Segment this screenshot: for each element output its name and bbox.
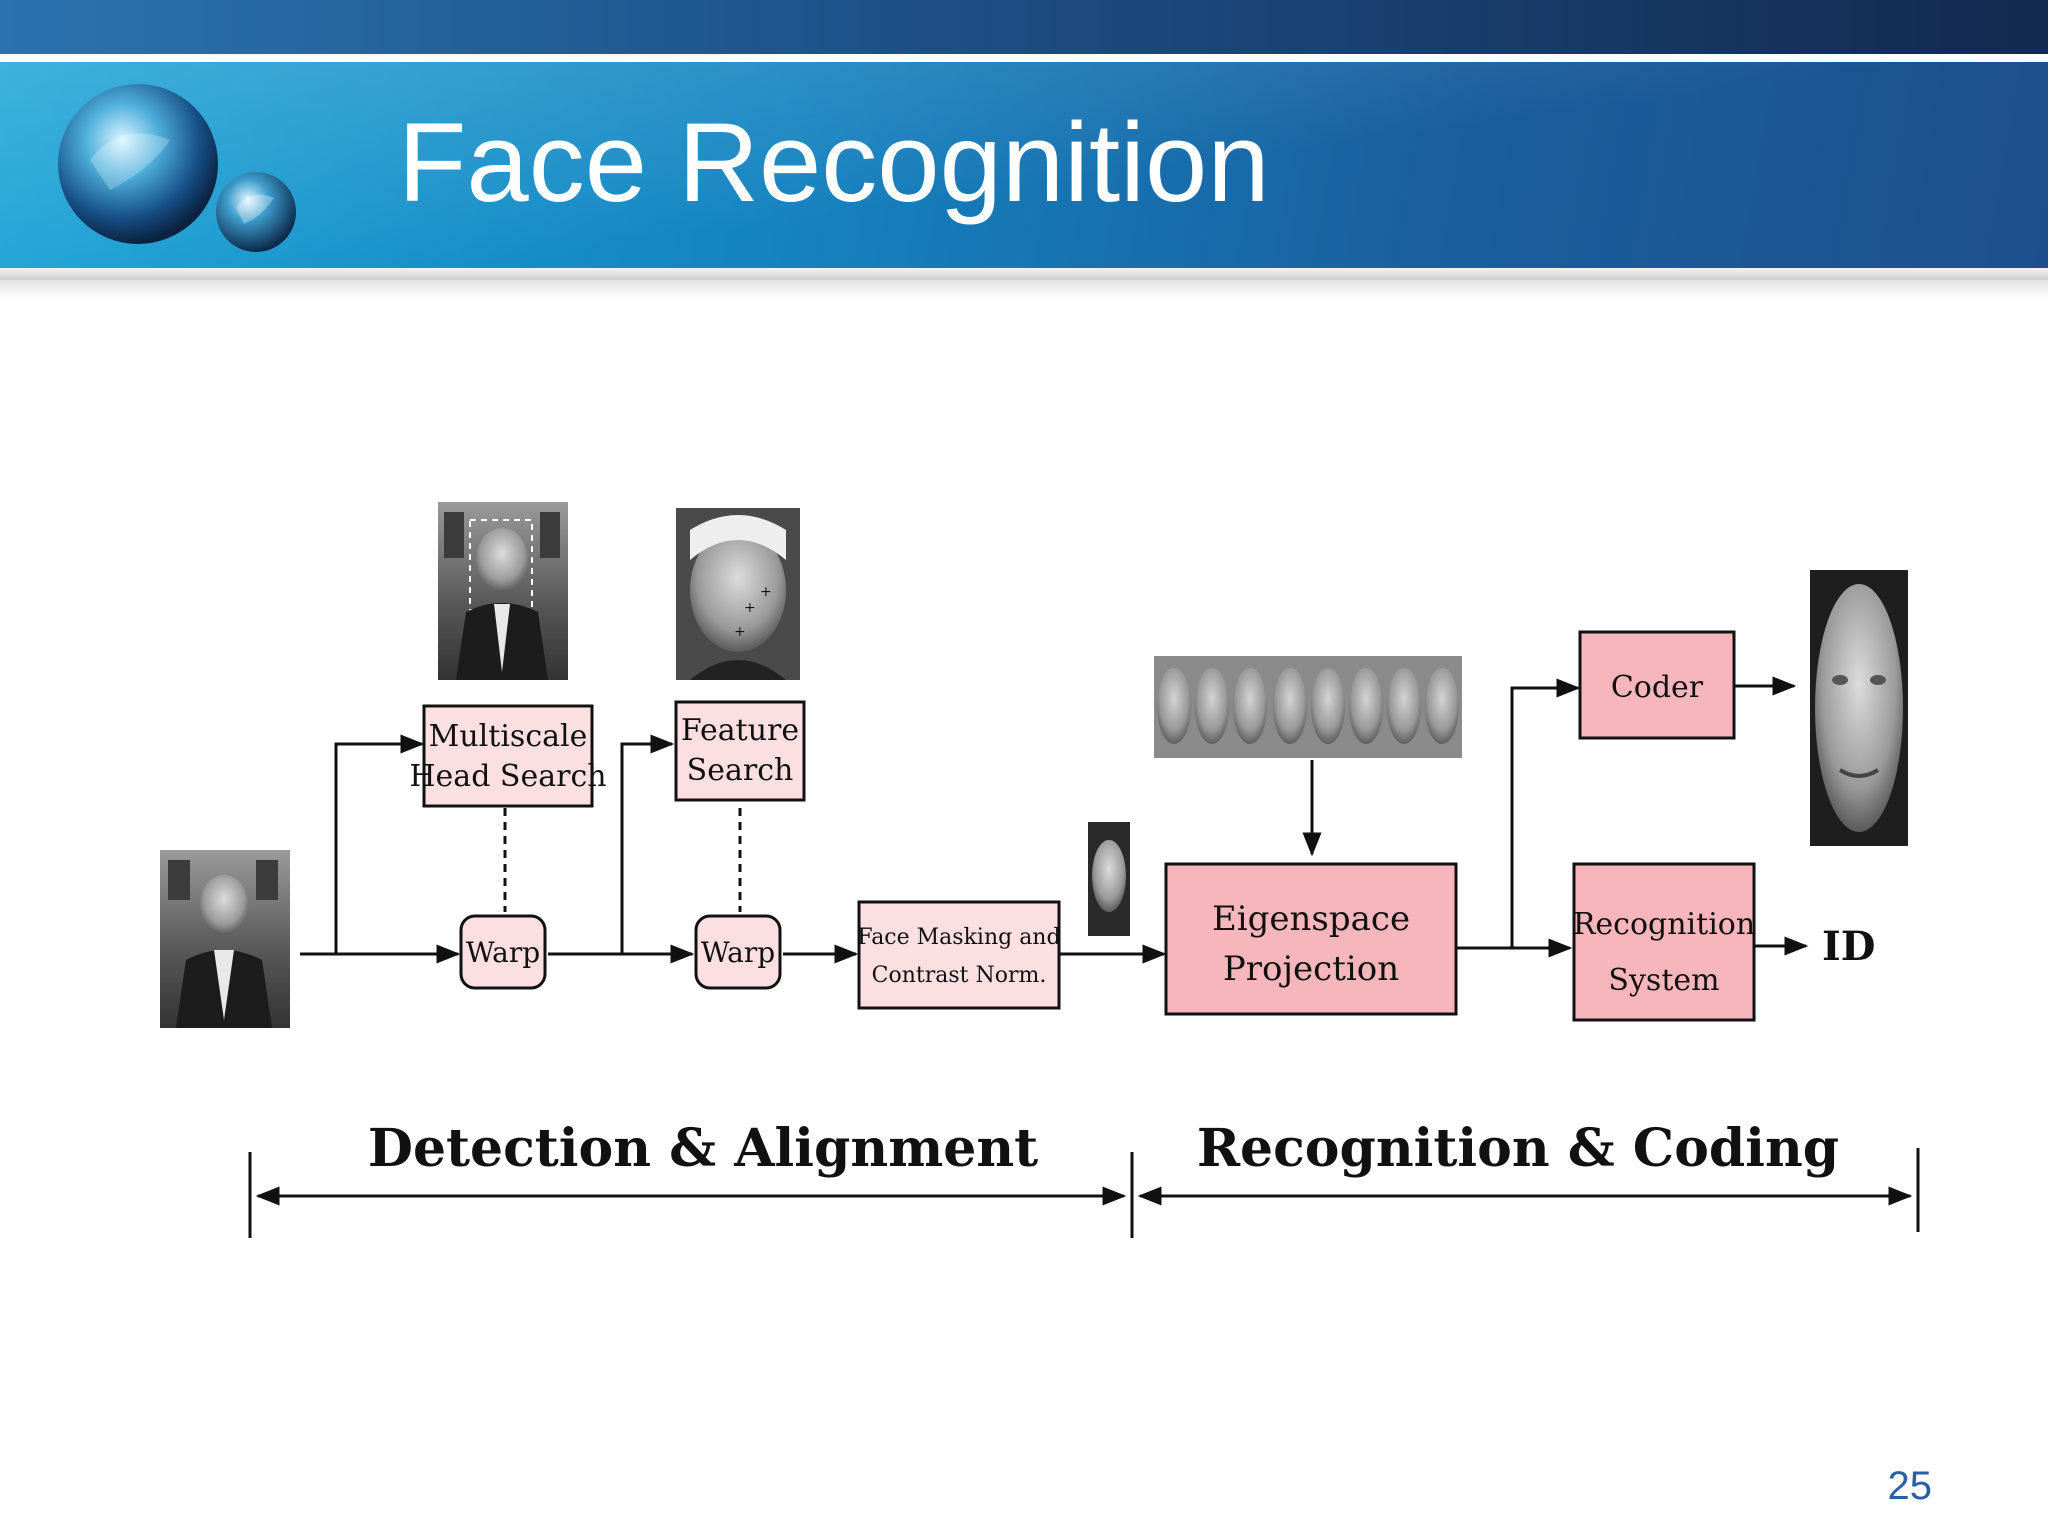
warp-1-label: Warp <box>466 936 540 969</box>
coder-label: Coder <box>1611 670 1704 705</box>
head-search-label-line2: Head Search <box>409 759 606 794</box>
connector-lines <box>300 676 1809 964</box>
recognition-system-box: Recognition System <box>1572 862 1756 1022</box>
feature-search-label-line2: Search <box>687 753 794 788</box>
coder-box: Coder <box>1578 630 1736 740</box>
banner-divider <box>0 268 2048 280</box>
warp-box-2: Warp <box>694 914 782 990</box>
top-banner <box>0 0 2048 54</box>
recognition-system-label-line1: Recognition <box>1573 907 1755 942</box>
feature-search-box: Feature Search <box>674 700 806 802</box>
face-masking-box: Face Masking and Contrast Norm. <box>857 900 1061 1010</box>
slide-title: Face Recognition <box>398 100 1270 225</box>
reconstructed-face-image <box>1810 570 1908 846</box>
input-photo <box>160 850 290 1028</box>
eigenspace-projection-box: Eigenspace Projection <box>1164 862 1458 1016</box>
feature-search-label-line1: Feature <box>681 713 799 748</box>
globe-logo-icon <box>58 84 296 252</box>
id-output-label: ID <box>1822 923 1875 970</box>
detection-alignment-label: Detection & Alignment <box>368 1118 1038 1179</box>
svg-text:+: + <box>760 584 772 600</box>
head-search-label-line1: Multiscale <box>429 719 588 754</box>
normalized-face-thumbnail <box>1088 822 1130 936</box>
recognition-system-label-line2: System <box>1608 963 1719 998</box>
eigenspace-label-line2: Projection <box>1223 949 1399 989</box>
page-number: 25 <box>1887 1464 1933 1508</box>
feature-search-photo: + + + <box>676 508 800 680</box>
head-search-photo <box>438 502 568 680</box>
stage-span-lines <box>248 1148 1920 1238</box>
face-masking-label-line2: Contrast Norm. <box>872 963 1047 988</box>
svg-text:+: + <box>744 600 756 616</box>
warp-box-1: Warp <box>459 914 547 990</box>
eigenfaces-strip <box>1154 656 1462 758</box>
face-masking-label-line1: Face Masking and <box>857 925 1060 950</box>
eigenspace-label-line1: Eigenspace <box>1212 899 1410 939</box>
head-search-box: Multiscale Head Search <box>409 704 607 808</box>
svg-text:+: + <box>734 624 746 640</box>
warp-2-label: Warp <box>701 936 775 969</box>
recognition-coding-label: Recognition & Coding <box>1197 1118 1839 1179</box>
title-banner <box>0 62 2048 268</box>
